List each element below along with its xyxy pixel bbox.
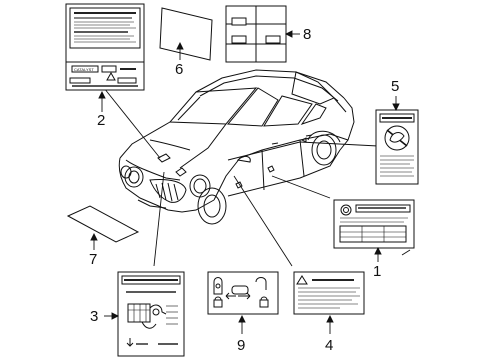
emission-label: CATALYST <box>65 3 145 91</box>
car-illustration <box>118 69 355 225</box>
callout-3: 3 <box>90 308 99 325</box>
latch-label <box>207 271 279 315</box>
callout-9: 9 <box>237 337 246 354</box>
catalyst-text: CATALYST <box>74 67 94 72</box>
refrigerant-label <box>117 271 185 357</box>
leader-lines <box>103 87 411 267</box>
blank-label-6 <box>159 7 213 61</box>
blank-label-7 <box>66 205 140 243</box>
callout-5: 5 <box>391 78 400 95</box>
callout-2: 2 <box>97 112 106 129</box>
callout-8: 8 <box>303 26 312 43</box>
warning-label <box>293 271 365 315</box>
airbag-label <box>375 109 419 185</box>
callout-4: 4 <box>325 337 334 354</box>
callout-6: 6 <box>175 61 184 78</box>
panel-label-8 <box>225 5 287 63</box>
callout-arrows <box>90 30 400 334</box>
callout-7: 7 <box>89 251 98 268</box>
callout-1: 1 <box>373 263 382 280</box>
tire-label <box>333 199 415 249</box>
